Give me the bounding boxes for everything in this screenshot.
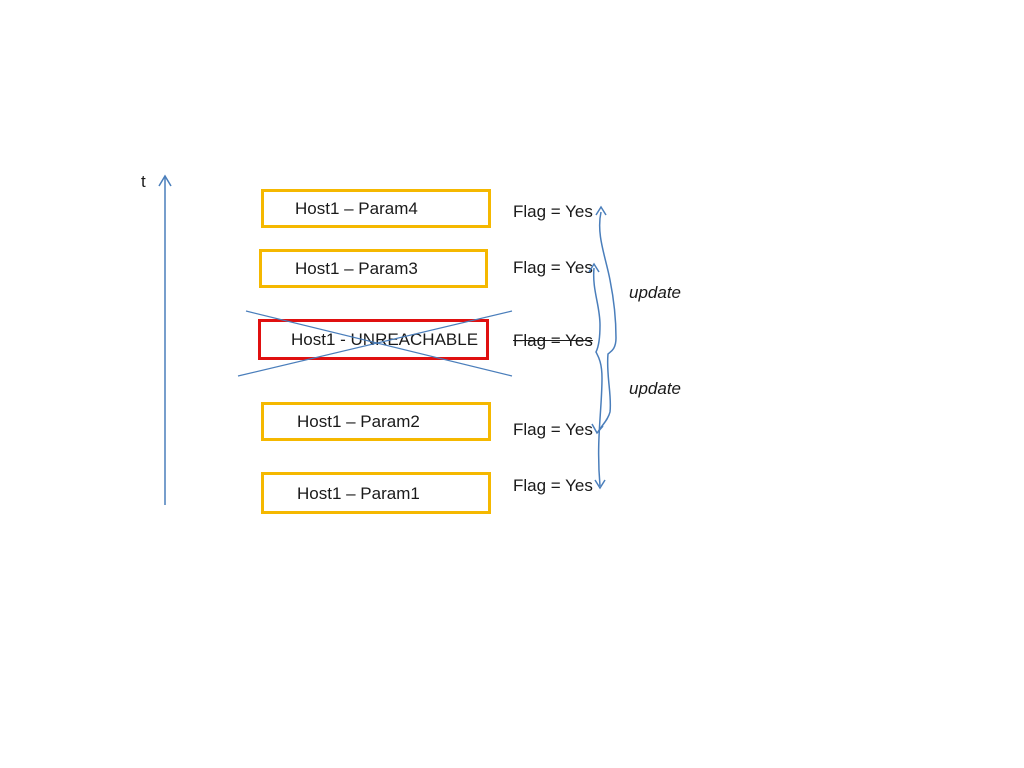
param3-box: Host1 – Param3 xyxy=(259,249,488,288)
flag-param2: Flag = Yes xyxy=(513,420,593,439)
param2-box: Host1 – Param2 xyxy=(261,402,491,441)
param4-label: Host1 – Param4 xyxy=(295,199,418,218)
time-axis-label: t xyxy=(141,172,146,191)
flag-unreachable: Flag = Yes xyxy=(513,331,593,350)
update-brace-outer xyxy=(595,205,617,433)
flag-param4: Flag = Yes xyxy=(513,202,593,221)
unreachable-box: Host1 - UNREACHABLE xyxy=(258,319,489,360)
param3-label: Host1 – Param3 xyxy=(295,259,418,278)
update-brace-inner xyxy=(588,262,606,490)
param4-box: Host1 – Param4 xyxy=(261,189,491,228)
update-label-lower: update xyxy=(629,379,681,398)
time-axis-arrow xyxy=(158,174,172,505)
unreachable-label: Host1 - UNREACHABLE xyxy=(291,330,479,349)
update-label-upper: update xyxy=(629,283,681,302)
update-arrowhead-param2 xyxy=(591,423,604,435)
param1-box: Host1 – Param1 xyxy=(261,472,491,514)
flag-param3: Flag = Yes xyxy=(513,258,593,277)
flag-param1: Flag = Yes xyxy=(513,476,593,495)
param2-label: Host1 – Param2 xyxy=(297,412,420,431)
param1-label: Host1 – Param1 xyxy=(297,483,420,503)
